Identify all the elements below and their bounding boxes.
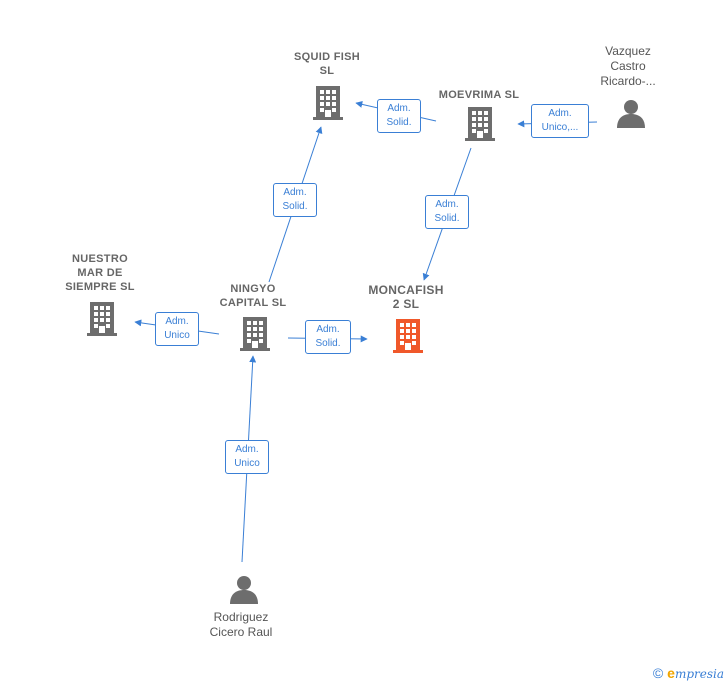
- ningyo-building-icon[interactable]: [240, 317, 270, 351]
- vazquez-person-icon[interactable]: [617, 100, 645, 128]
- nuestro-label[interactable]: NUESTRO MAR DE SIEMPRE SL: [65, 253, 135, 293]
- vazquez-label[interactable]: Vazquez Castro Ricardo-...: [600, 44, 656, 88]
- squid-fish-label[interactable]: SQUID FISH SL: [294, 51, 360, 77]
- rodriguez-person-icon[interactable]: [230, 576, 258, 604]
- role-box-ningyo-squid[interactable]: Adm. Solid.: [273, 183, 317, 217]
- squid-fish-building-icon[interactable]: [313, 86, 343, 120]
- brand-logo-initial: e: [667, 665, 675, 681]
- rodriguez-label[interactable]: Rodriguez Cicero Raul: [209, 610, 273, 639]
- role-box-rodriguez-ningyo[interactable]: Adm. Unico: [225, 440, 269, 474]
- nuestro-building-icon[interactable]: [87, 302, 117, 336]
- role-box-ningyo-nuestro[interactable]: Adm. Unico: [155, 312, 199, 346]
- moncafish-label[interactable]: MONCAFISH 2 SL: [368, 283, 444, 311]
- moncafish-building-icon[interactable]: [393, 319, 423, 353]
- moevrima-building-icon[interactable]: [465, 107, 495, 141]
- ningyo-label[interactable]: NINGYO CAPITAL SL: [219, 283, 287, 309]
- role-box-moevrima-moncafish[interactable]: Adm. Solid.: [425, 195, 469, 229]
- role-box-ningyo-moncafish[interactable]: Adm. Solid.: [305, 320, 351, 354]
- copyright-symbol: ©: [652, 665, 664, 681]
- role-box-vazquez-moevrima[interactable]: Adm. Unico,...: [531, 104, 589, 138]
- footer-brand: ©empresia: [653, 665, 724, 681]
- role-box-moevrima-squid[interactable]: Adm. Solid.: [377, 99, 421, 133]
- moevrima-label[interactable]: MOEVRIMA SL: [438, 89, 520, 101]
- brand-name: mpresia: [674, 667, 724, 681]
